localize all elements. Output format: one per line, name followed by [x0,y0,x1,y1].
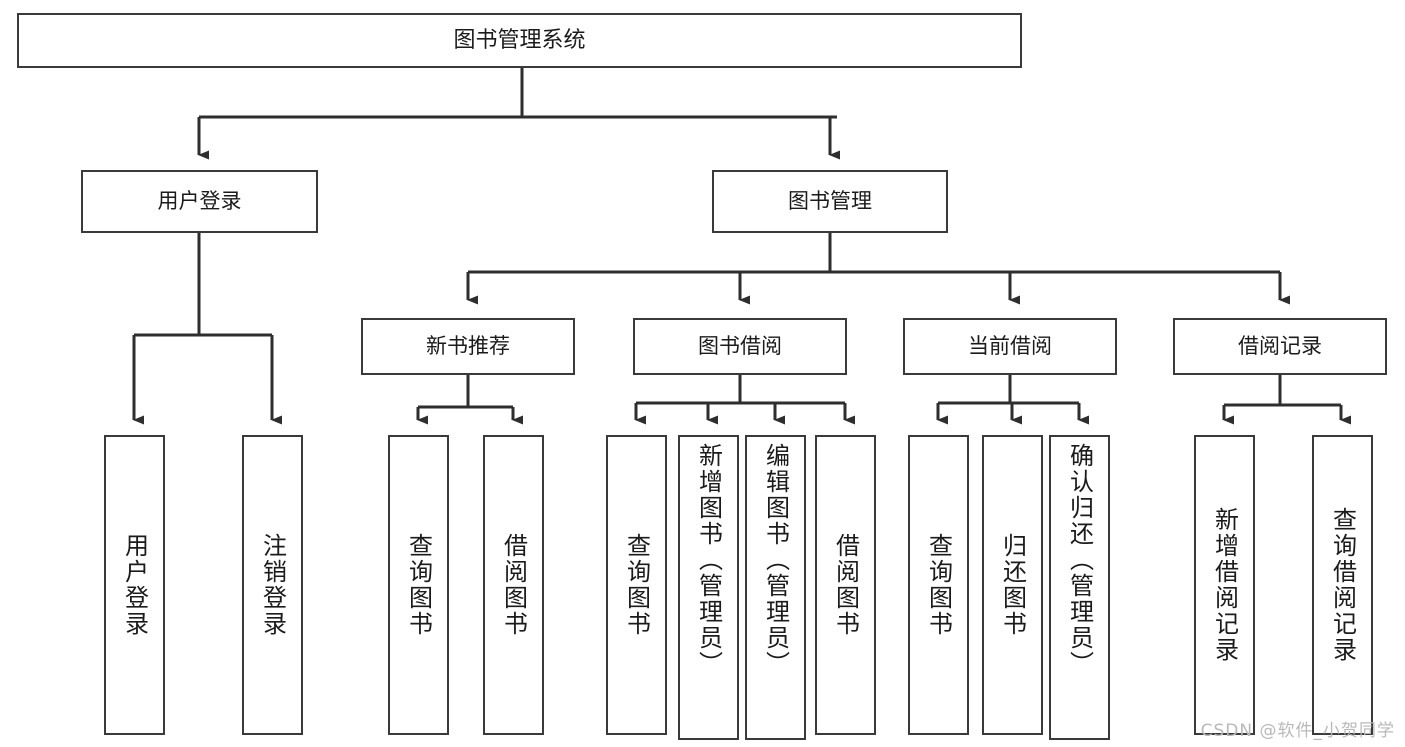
node-leaf-add-book-label: 新增图书（管理员） [694,443,723,677]
node-user-login[interactable]: 用户登录 [81,170,318,233]
node-leaf-borrow-book-1[interactable]: 借阅图书 [483,435,544,735]
node-current-borrow-label: 当前借阅 [968,334,1052,359]
node-borrow-record[interactable]: 借阅记录 [1173,318,1387,375]
node-leaf-add-record[interactable]: 新增借阅记录 [1194,435,1255,735]
node-new-book-recommend[interactable]: 新书推荐 [361,318,575,375]
node-leaf-confirm-return-label: 确认归还（管理员） [1065,443,1094,677]
node-leaf-user-login-label: 用户登录 [120,533,149,637]
node-leaf-add-book[interactable]: 新增图书（管理员） [678,435,739,740]
node-new-book-recommend-label: 新书推荐 [426,334,510,359]
node-leaf-query-book-2-label: 查询图书 [622,533,651,637]
node-root-label: 图书管理系统 [453,27,586,53]
node-leaf-return-book[interactable]: 归还图书 [982,435,1043,735]
node-leaf-borrow-book-2[interactable]: 借阅图书 [815,435,876,735]
node-leaf-logout[interactable]: 注销登录 [242,435,303,735]
node-book-borrow[interactable]: 图书借阅 [633,318,847,375]
node-current-borrow[interactable]: 当前借阅 [903,318,1117,375]
node-book-borrow-label: 图书借阅 [698,334,782,359]
node-leaf-confirm-return[interactable]: 确认归还（管理员） [1049,435,1110,740]
node-leaf-logout-label: 注销登录 [258,533,287,637]
node-leaf-query-record[interactable]: 查询借阅记录 [1312,435,1373,735]
node-leaf-user-login[interactable]: 用户登录 [104,435,165,735]
node-leaf-edit-book-label: 编辑图书（管理员） [761,443,790,677]
node-leaf-edit-book[interactable]: 编辑图书（管理员） [745,435,806,740]
node-root[interactable]: 图书管理系统 [17,13,1022,68]
node-leaf-borrow-book-2-label: 借阅图书 [831,533,860,637]
node-leaf-borrow-book-1-label: 借阅图书 [499,533,528,637]
node-leaf-return-book-label: 归还图书 [998,533,1027,637]
node-leaf-query-book-1[interactable]: 查询图书 [388,435,449,735]
node-borrow-record-label: 借阅记录 [1238,334,1322,359]
node-book-manage-label: 图书管理 [788,189,872,214]
node-leaf-query-book-2[interactable]: 查询图书 [606,435,667,735]
node-leaf-add-record-label: 新增借阅记录 [1210,507,1239,663]
node-user-login-label: 用户登录 [157,189,242,214]
node-book-manage[interactable]: 图书管理 [712,170,948,233]
node-leaf-query-book-3-label: 查询图书 [924,533,953,637]
node-leaf-query-record-label: 查询借阅记录 [1328,507,1357,663]
node-leaf-query-book-1-label: 查询图书 [404,533,433,637]
node-leaf-query-book-3[interactable]: 查询图书 [908,435,969,735]
